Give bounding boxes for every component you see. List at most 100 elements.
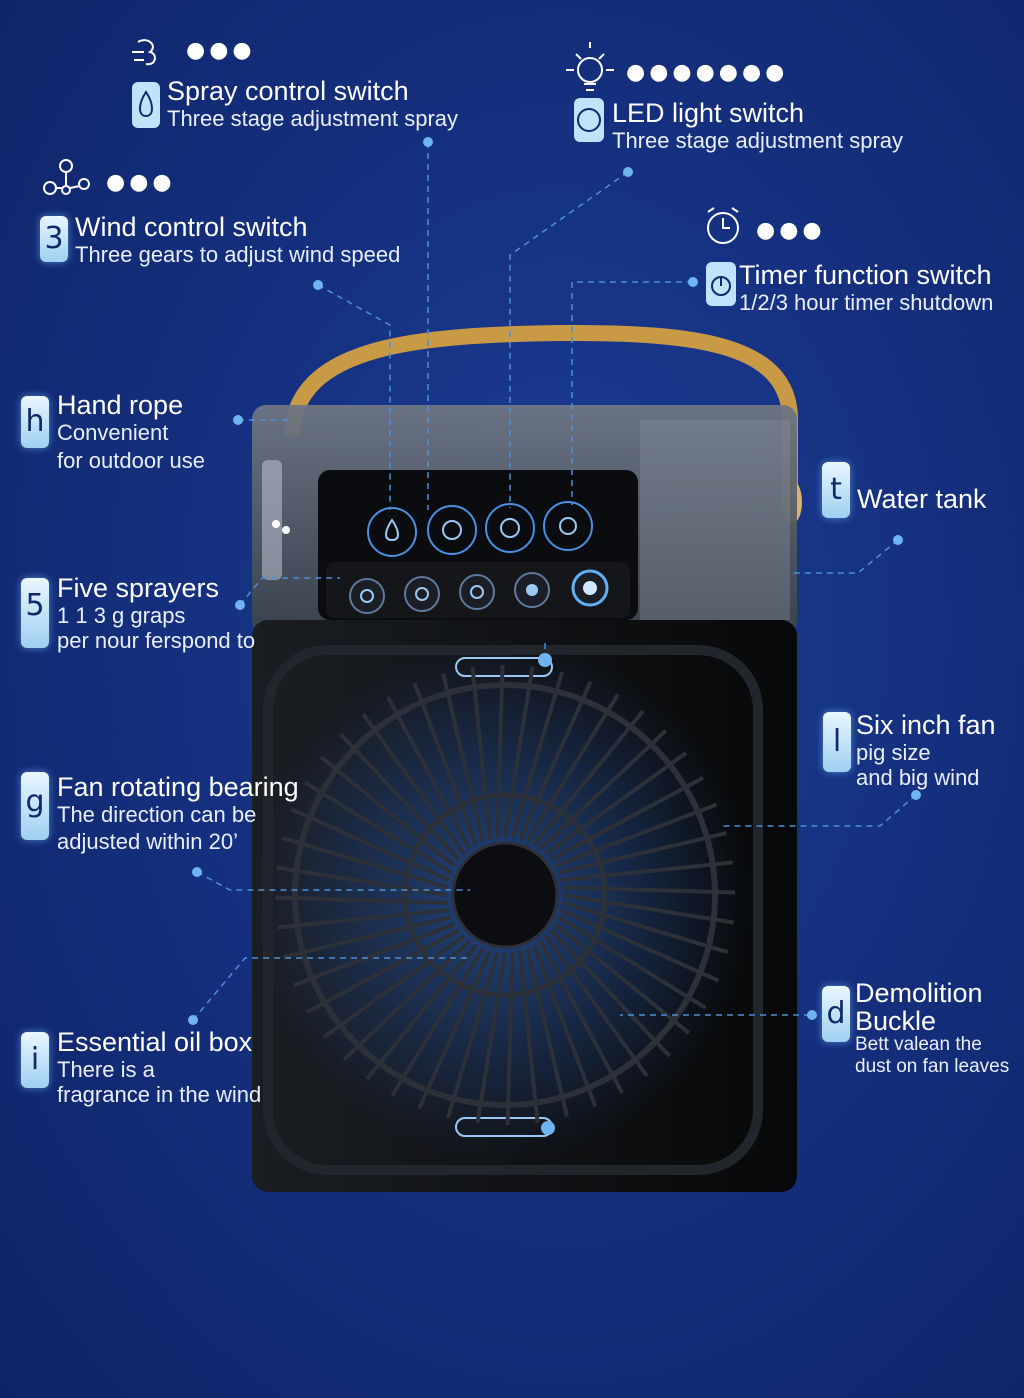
- callout-demolition-buckle: Demolition Buckle Bett valean the dust o…: [855, 978, 1009, 1078]
- fan-spoke: [505, 952, 515, 1126]
- callout-hand-rope: Hand rope Convenient for outdoor use: [57, 390, 205, 473]
- callout-wind: Wind control switch Three gears to adjus…: [75, 212, 400, 267]
- callout-title: Water tank: [857, 484, 987, 514]
- fan-spoke: [281, 835, 449, 890]
- fan-spoke: [412, 682, 478, 846]
- fan-spoke: [290, 807, 450, 882]
- fan-spoke: [274, 895, 448, 905]
- fan-spoke: [470, 667, 492, 840]
- timer-dots: ●●●: [756, 218, 826, 243]
- fan-spoke: [277, 908, 450, 930]
- fan-spoke: [445, 951, 500, 1119]
- power-icon: [706, 262, 736, 306]
- wind-icon: [43, 159, 90, 195]
- fan-spoke: [390, 947, 485, 1097]
- fan-spoke: [550, 776, 704, 862]
- fan-spoke: [544, 751, 688, 856]
- fan-spoke: [544, 934, 649, 1078]
- callout-sub: dust on fan leaves: [855, 1056, 1010, 1077]
- callout-six-inch-fan: Six inch fan pig size and big wind: [856, 710, 996, 790]
- fan-spoke: [276, 865, 448, 897]
- fan-spoke: [342, 939, 472, 1061]
- fan-spoke: [518, 950, 540, 1123]
- alarm-clock-icon: [707, 207, 739, 244]
- callout-sub: pig size: [856, 740, 931, 765]
- fan-spoke: [322, 934, 466, 1039]
- callout-sub: adjusted within 20’: [57, 829, 239, 854]
- callout-sub: fragrance in the wind: [57, 1082, 262, 1107]
- callout-sub: Three stage adjustment spray: [167, 106, 459, 131]
- callout-sub: per nour ferspond to: [57, 628, 256, 653]
- callout-title: Buckle: [855, 1006, 937, 1036]
- fan-spoke: [306, 928, 460, 1014]
- fan-spoke: [561, 900, 729, 955]
- fan-spoke: [525, 948, 569, 1117]
- badge-buckle: d: [822, 986, 850, 1042]
- callout-sub: for outdoor use: [57, 448, 205, 473]
- fan-spoke: [417, 950, 492, 1110]
- wind-dots: ●●●: [106, 170, 176, 195]
- callout-timer: Timer function switch 1/2/3 hour timer s…: [739, 260, 993, 315]
- fan-hub: [451, 841, 559, 949]
- callout-sub: and big wind: [856, 765, 980, 790]
- fan-spoke: [538, 940, 624, 1094]
- spray-icon: [132, 39, 156, 66]
- callout-water-tank: Water tank: [857, 484, 987, 514]
- led-icon: [574, 98, 604, 142]
- callout-sub: 1/2/3 hour timer shutdown: [739, 290, 994, 315]
- callout-essential-oil-box: Essential oil box There is a fragrance i…: [57, 1027, 261, 1107]
- callout-title: Six inch fan: [856, 710, 996, 740]
- fan-spoke: [365, 943, 478, 1081]
- fan-spoke: [361, 712, 466, 856]
- callout-title: Five sprayers: [57, 573, 220, 603]
- fan-spoke: [283, 915, 452, 959]
- fan-spoke: [339, 732, 461, 862]
- badge-oil: i: [21, 1032, 49, 1088]
- fan-spoke: [562, 893, 734, 925]
- callout-sub: The direction can be: [57, 802, 257, 827]
- callout-sub: Convenient: [57, 420, 169, 445]
- fan-spoke: [319, 755, 457, 868]
- callout-title: Timer function switch: [739, 260, 992, 290]
- fan-spoke: [510, 671, 565, 839]
- bulb-icon: [566, 42, 614, 91]
- callout-five-sprayers: Five sprayers 1 1 3 g graps per nour fer…: [57, 573, 255, 653]
- fan-spoke: [562, 885, 736, 895]
- fan-spoke: [549, 928, 671, 1058]
- led-dots: ●●●●●●●: [626, 60, 789, 85]
- callout-sub: Three stage adjustment spray: [612, 128, 904, 153]
- fan-spoke: [495, 664, 505, 838]
- fan-spoke: [557, 915, 707, 1010]
- callout-spray: Spray control switch Three stage adjustm…: [167, 76, 458, 131]
- callout-title: Fan rotating bearing: [57, 772, 299, 802]
- fan-spoke: [560, 908, 720, 983]
- callout-title: Essential oil box: [57, 1027, 253, 1057]
- callout-led: LED light switch Three stage adjustment …: [612, 98, 903, 153]
- callout-sub: There is a: [57, 1057, 155, 1082]
- callout-sub: Bett valean the: [855, 1034, 982, 1055]
- fan-spoke: [503, 666, 535, 838]
- badge-bearing: g: [21, 772, 49, 840]
- badge-sprayers: 5: [21, 578, 49, 648]
- spray-dots: ●●●: [186, 38, 256, 63]
- callout-title: LED light switch: [612, 98, 805, 128]
- fan-spoke: [525, 693, 620, 843]
- fan-spoke: [554, 802, 718, 868]
- callout-title: Hand rope: [57, 390, 184, 420]
- callout-title: Spray control switch: [167, 76, 409, 106]
- fan-spoke: [475, 952, 507, 1124]
- fan-spoke: [558, 831, 727, 875]
- fan-spoke: [386, 696, 472, 850]
- fan-spoke: [518, 680, 593, 840]
- fan-spoke: [292, 922, 456, 988]
- badge-fan: l: [823, 712, 851, 772]
- callout-title: Demolition: [855, 978, 983, 1008]
- six-inch-fan: [292, 682, 718, 1108]
- badge-hand: h: [21, 396, 49, 448]
- callout-sub: 1 1 3 g graps: [57, 603, 186, 628]
- callout-title: Wind control switch: [75, 212, 308, 242]
- callout-fan-bearing: Fan rotating bearing The direction can b…: [57, 772, 299, 854]
- badge-wind: 3: [40, 216, 68, 262]
